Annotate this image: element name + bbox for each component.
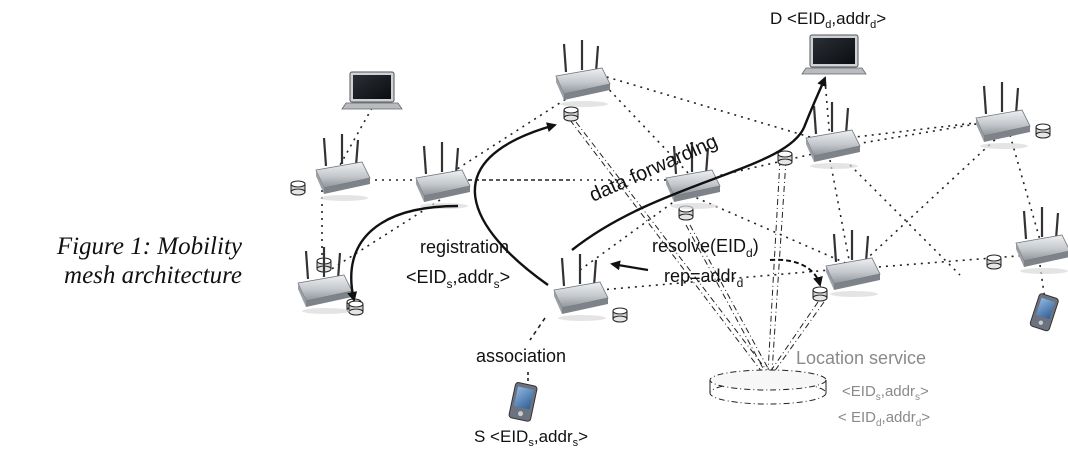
registration-tuple: <EIDs,addrs> bbox=[406, 267, 510, 291]
wireless-router-icon bbox=[975, 82, 1031, 149]
registration-arrow-down bbox=[347, 204, 459, 302]
rep-label: rep=addrd bbox=[664, 266, 743, 290]
storage-cylinder-icon bbox=[812, 286, 828, 302]
caption-line-1: Figure 1: Mobility bbox=[56, 233, 242, 260]
wireless-router-icon bbox=[415, 142, 471, 209]
registration-arrow-up bbox=[473, 122, 557, 286]
association-link bbox=[529, 317, 546, 341]
wireless-router-icon bbox=[1015, 207, 1068, 274]
location-service-label: Location service bbox=[796, 348, 926, 368]
pda-device-icon bbox=[1029, 293, 1059, 332]
resolve-label: resolve(EIDd) bbox=[652, 236, 759, 260]
storage-cylinders bbox=[290, 106, 1051, 323]
resolve-request-arrow bbox=[769, 258, 823, 287]
wireless-router-icon bbox=[825, 230, 881, 297]
data-forwarding-arrow bbox=[571, 76, 827, 251]
wireless-router-icon bbox=[665, 142, 721, 209]
storage-cylinder-icon bbox=[348, 300, 364, 316]
wireless-router-icon bbox=[297, 247, 353, 314]
s-node-label: S <EIDs,addrs> bbox=[474, 427, 588, 449]
figure-caption: Figure 1: Mobility mesh architecture bbox=[0, 232, 242, 290]
storage-cylinder-icon bbox=[986, 254, 1002, 270]
location-service-tuple-d: < EIDd,addrd> bbox=[838, 409, 930, 429]
laptop-icon bbox=[341, 71, 403, 110]
caption-line-2: mesh architecture bbox=[64, 262, 242, 289]
storage-cylinder-icon bbox=[1035, 123, 1051, 139]
mesh-routers bbox=[297, 40, 1068, 321]
storage-cylinder-icon bbox=[290, 180, 306, 196]
storage-cylinder-icon bbox=[563, 106, 579, 122]
wireless-router-icon bbox=[805, 102, 861, 169]
d-node-label: D <EIDd,addrd> bbox=[770, 9, 886, 31]
registration-label: registration bbox=[420, 237, 509, 257]
location-service-database bbox=[709, 369, 827, 405]
wireless-router-icon bbox=[553, 254, 609, 321]
pda-device-icon bbox=[508, 382, 538, 422]
storage-cylinder-icon bbox=[612, 307, 628, 323]
laptop-icon bbox=[801, 34, 867, 75]
location-service-lookup-lines bbox=[569, 119, 825, 373]
association-label: association bbox=[476, 346, 566, 366]
location-service-tuple-s: <EIDs,addrs> bbox=[842, 383, 929, 403]
wireless-router-icon bbox=[315, 134, 371, 201]
wireless-router-icon bbox=[555, 40, 611, 107]
storage-cylinder-icon bbox=[777, 150, 793, 166]
reply-arrow bbox=[610, 260, 649, 272]
